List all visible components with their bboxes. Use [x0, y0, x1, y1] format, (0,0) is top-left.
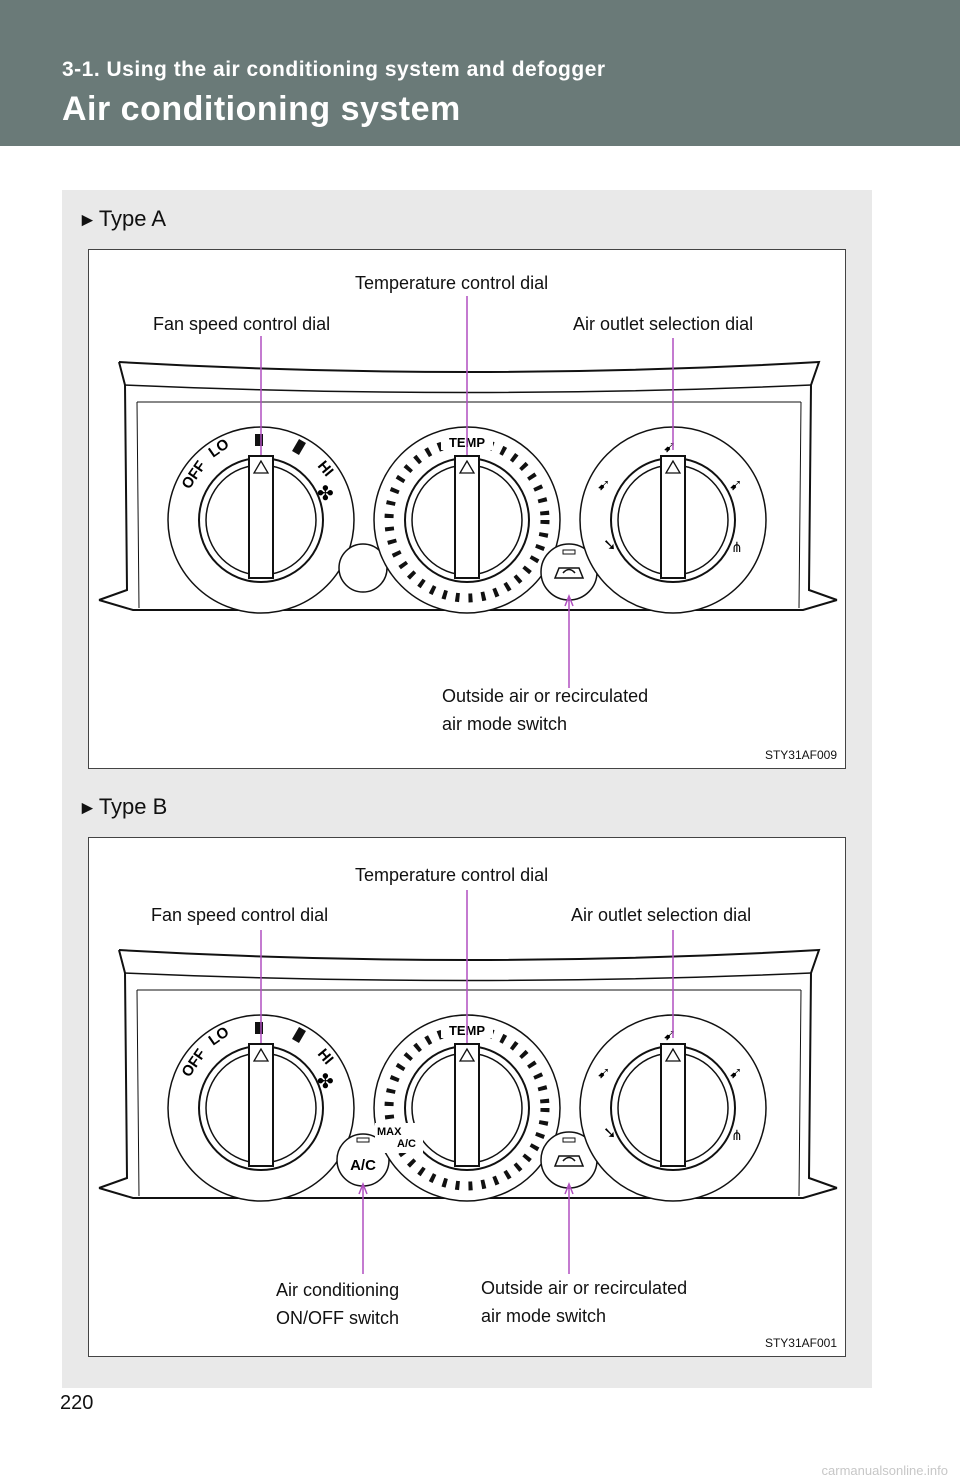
svg-text:✤: ✤ [317, 481, 334, 505]
callout-air-outlet: Air outlet selection dial [573, 314, 754, 334]
temperature-dial[interactable]: TEMP MAX A/C [373, 1014, 561, 1202]
type-a-label: ►Type A [78, 206, 167, 231]
svg-text:➘: ➘ [603, 535, 616, 554]
type-b-illustration: OFF LO HI ✤ A/C TEMP MAX A/C [98, 890, 838, 1274]
svg-text:⋔: ⋔ [731, 540, 743, 556]
callout-fan-speed: Fan speed control dial [153, 314, 331, 334]
callout-temperature: Temperature control dial [355, 865, 549, 885]
header-bar: 3-1. Using the air conditioning system a… [0, 0, 960, 146]
svg-text:✤: ✤ [317, 1069, 334, 1093]
callout-recirculation: Outside air or recirculated air mode swi… [442, 686, 649, 734]
figure-id: STY31AF009 [764, 748, 837, 762]
svg-text:➹: ➹ [729, 475, 742, 494]
callout-temperature: Temperature control dial [355, 273, 549, 293]
svg-text:➹: ➹ [597, 1063, 610, 1082]
temperature-dial[interactable]: TEMP [373, 426, 561, 614]
svg-text:A/C: A/C [350, 1157, 376, 1174]
callout-recirculation: Outside air or recirculated air mode swi… [481, 1278, 688, 1326]
callout-air-outlet: Air outlet selection dial [571, 905, 752, 925]
page-number: 220 [60, 1392, 94, 1414]
type-a-illustration: OFF LO HI ✤ TEMP [98, 296, 838, 688]
recirculation-switch[interactable] [540, 543, 598, 601]
svg-text:➹: ➹ [729, 1063, 742, 1082]
section-heading: 3-1. Using the air conditioning system a… [62, 58, 606, 81]
svg-text:➹: ➹ [597, 475, 610, 494]
type-b-label: ►Type B [78, 794, 168, 819]
figure-type-b: OFF LO HI ✤ A/C TEMP MAX A/C [88, 837, 846, 1357]
leader-lines [260, 890, 674, 1274]
callout-ac-switch: Air conditioning ON/OFF switch [276, 1280, 400, 1328]
figure-id: STY31AF001 [764, 1336, 837, 1350]
pointer-icon: ► [78, 798, 97, 819]
watermark: carmanualsonline.info [821, 1463, 948, 1478]
pointer-icon: ► [78, 210, 97, 231]
fan-speed-dial[interactable]: OFF LO HI ✤ [167, 1014, 355, 1202]
figure-type-a: OFF LO HI ✤ TEMP [88, 249, 846, 769]
air-outlet-dial[interactable]: ➹ ➹ ➹ ➘ ⋔ [579, 1014, 767, 1202]
svg-text:➹: ➹ [663, 1025, 676, 1044]
svg-text:➘: ➘ [603, 1123, 616, 1142]
svg-text:⋔: ⋔ [731, 1128, 743, 1144]
air-outlet-dial[interactable]: ➹ ➹ ➹ ➘ ⋔ [579, 426, 767, 614]
svg-text:MAX: MAX [377, 1126, 402, 1138]
leader-lines [260, 296, 674, 688]
recirculation-switch[interactable] [540, 1131, 598, 1189]
page-title: Air conditioning system [62, 90, 461, 128]
svg-text:➹: ➹ [663, 437, 676, 456]
svg-text:A/C: A/C [397, 1138, 416, 1150]
callout-fan-speed: Fan speed control dial [151, 905, 329, 925]
